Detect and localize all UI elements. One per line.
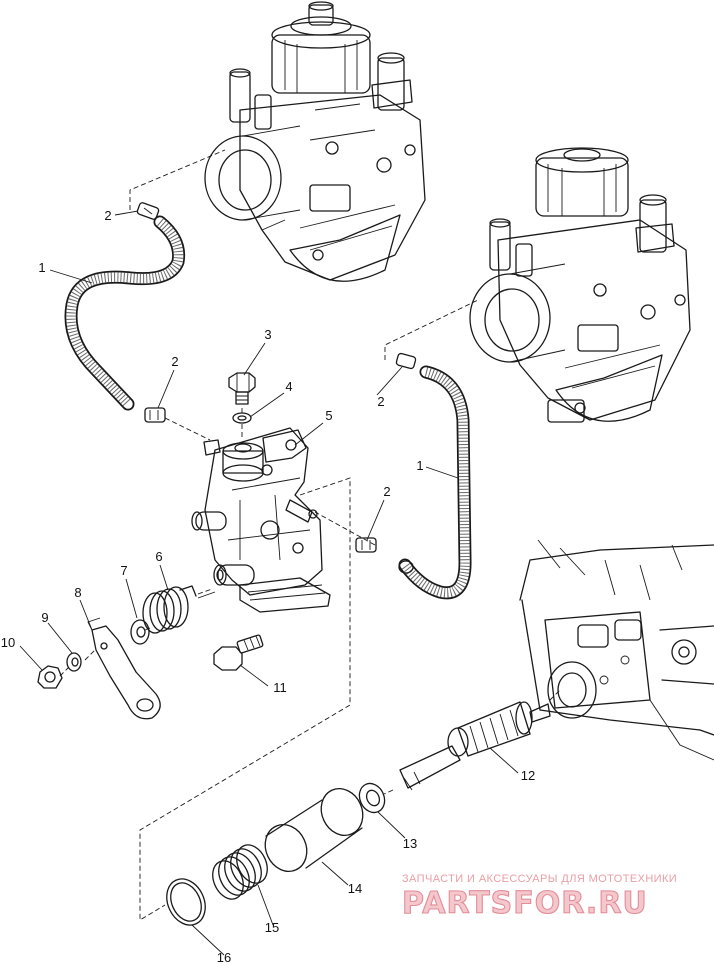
right-carburetor [469, 147, 691, 423]
callout-2: 2 [383, 484, 390, 499]
screw-3 [228, 372, 256, 405]
clamp-2b [144, 407, 166, 423]
callout-10: 10 [1, 635, 15, 650]
washer-7 [130, 619, 150, 645]
callout-14: 14 [348, 881, 362, 896]
spring-15 [212, 844, 268, 900]
oring-16 [166, 878, 206, 926]
hose-1-right [398, 365, 472, 600]
shaft-12 [399, 701, 551, 791]
callout-1: 1 [38, 260, 45, 275]
callout-12: 12 [521, 768, 535, 783]
callout-13: 13 [403, 836, 417, 851]
callouts: 1 2 2 3 4 5 2 1 2 6 7 8 9 10 11 12 13 14… [1, 208, 535, 964]
callout-2: 2 [104, 208, 111, 223]
callout-5: 5 [325, 408, 332, 423]
callout-16: 16 [217, 950, 231, 964]
nut-10 [37, 665, 63, 689]
callout-7: 7 [120, 563, 127, 578]
callout-15: 15 [265, 920, 279, 935]
callout-2: 2 [171, 354, 178, 369]
fuel-pump [191, 427, 331, 613]
spring-6 [142, 585, 216, 634]
engine-case [519, 539, 714, 761]
bolt-11 [213, 634, 264, 671]
lever-8 [87, 617, 161, 720]
callout-4: 4 [285, 379, 292, 394]
watermark: ЗАПЧАСТИ И АКСЕССУАРЫ ДЛЯ МОТОТЕХНИКИ PA… [401, 873, 677, 922]
callout-8: 8 [74, 585, 81, 600]
washer-4 [232, 412, 252, 424]
upper-carburetor [204, 1, 426, 282]
watermark-tagline: ЗАПЧАСТИ И АКСЕССУАРЫ ДЛЯ МОТОТЕХНИКИ [402, 873, 677, 885]
watermark-brand: PARTSFOR.RU [402, 886, 648, 921]
washer-9 [66, 652, 82, 672]
callout-11: 11 [273, 680, 287, 695]
assembly-lines [59, 149, 561, 921]
clamp-2c [395, 352, 417, 370]
callout-2: 2 [377, 394, 384, 409]
leader-lines [19, 210, 519, 956]
callout-6: 6 [155, 549, 162, 564]
clamp-2a [136, 202, 160, 220]
washer-13 [358, 782, 386, 814]
hose-1-left [64, 215, 186, 411]
callout-1: 1 [416, 458, 423, 473]
clamp-2d [355, 537, 377, 553]
sleeve-14 [264, 788, 364, 872]
callout-9: 9 [41, 610, 48, 625]
callout-3: 3 [264, 327, 271, 342]
